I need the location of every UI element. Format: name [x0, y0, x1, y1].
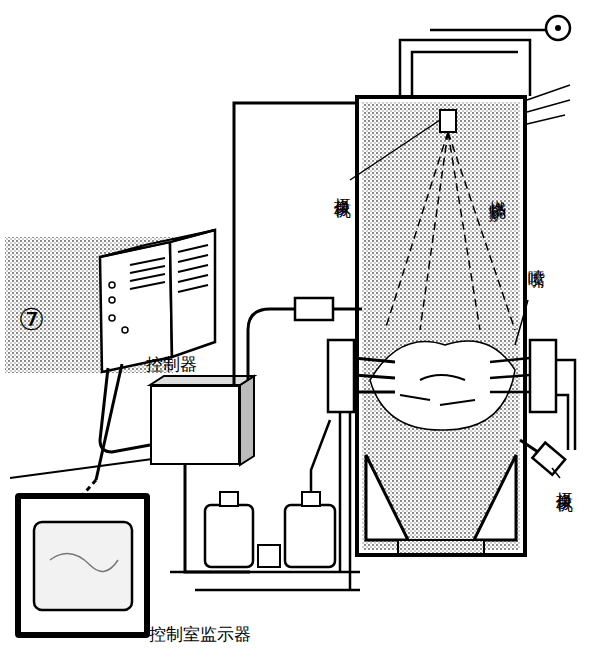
knob — [122, 327, 128, 333]
flame — [370, 341, 515, 430]
vent — [178, 245, 208, 252]
vent — [130, 258, 165, 265]
nozzle-box — [328, 340, 354, 412]
controller-side — [240, 376, 254, 465]
node-text: 控制室监示器 — [149, 625, 251, 644]
cabinet-knobs — [109, 282, 128, 333]
tank-cap — [302, 492, 320, 506]
hopper-wall — [474, 455, 516, 540]
cabinet-front — [100, 242, 172, 372]
part-label: 摄像机 — [556, 478, 575, 484]
cable-connector — [234, 103, 355, 385]
part-label: 喷嘴 — [528, 256, 547, 260]
pipe — [527, 85, 570, 124]
screen — [34, 522, 132, 610]
camera — [532, 443, 565, 475]
knob — [109, 315, 115, 321]
leader-line — [350, 120, 440, 180]
nozzle — [490, 358, 575, 450]
screen-image — [50, 554, 118, 572]
valve — [258, 545, 280, 567]
nozzle-box — [530, 340, 556, 412]
vent — [130, 282, 165, 289]
vent — [178, 255, 208, 262]
cable — [100, 368, 150, 452]
cabinet-vents — [130, 245, 208, 292]
callout-number: ⑦ — [18, 303, 45, 336]
knob — [109, 282, 115, 288]
tank-cap — [220, 492, 238, 506]
fan — [546, 16, 570, 40]
monitor-screen: 控制室监示器 — [15, 493, 150, 638]
hopper-wall — [366, 455, 408, 540]
vent — [178, 285, 208, 292]
furnace-interior — [362, 102, 520, 550]
vent — [178, 275, 208, 282]
vent — [178, 265, 208, 272]
nozzle — [354, 358, 395, 392]
furnace-box: 燃烧炉 — [355, 95, 527, 557]
fan-hub — [555, 25, 561, 31]
knob — [109, 297, 115, 303]
vent — [130, 274, 165, 281]
tank — [205, 505, 253, 567]
camera-tube — [520, 440, 538, 452]
shaded-panel — [5, 237, 173, 373]
flame-streak — [400, 375, 475, 405]
controller-box: 控制器 — [150, 385, 240, 465]
camera-body — [532, 443, 565, 475]
tank — [285, 505, 335, 567]
controller-top — [150, 376, 254, 385]
node-text: 燃烧炉 — [489, 187, 508, 193]
view-cone — [385, 132, 515, 330]
cabinet-side — [170, 230, 215, 357]
camera — [295, 298, 333, 320]
part-label: 摄像机 — [334, 184, 353, 190]
cable — [248, 309, 295, 380]
cable — [96, 364, 122, 480]
leader-line — [552, 468, 560, 478]
cabinet-top — [100, 230, 215, 257]
node-text: 控制器 — [146, 355, 197, 374]
vent — [130, 266, 165, 273]
camera — [440, 110, 456, 132]
floor-line — [10, 458, 160, 478]
pipe — [400, 28, 548, 96]
